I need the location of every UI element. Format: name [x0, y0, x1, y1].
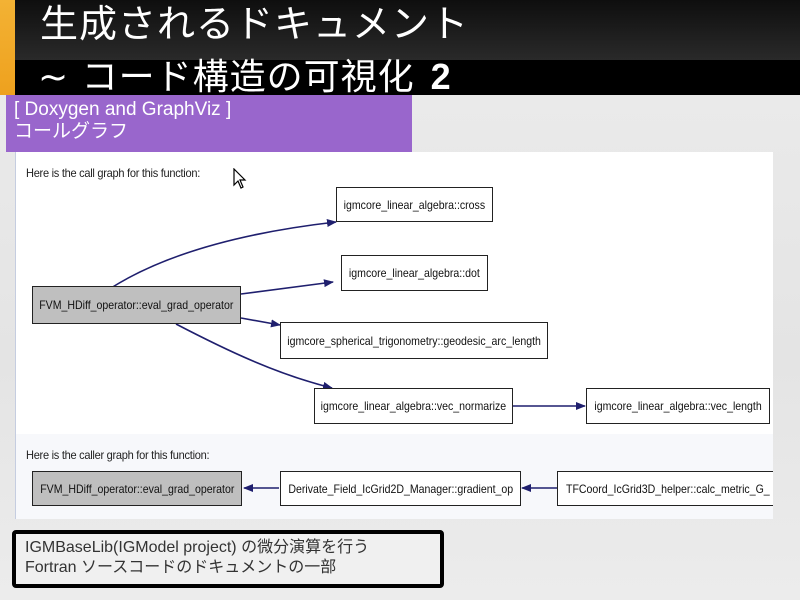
slide-title: 生成されるドキュメント — [40, 2, 470, 46]
node-geodesic-arc-length[interactable]: igmcore_spherical_trigonometry::geodesic… — [280, 322, 548, 359]
slide-title-line2: ~ コード構造の可視化 2 — [38, 57, 452, 98]
edge-to-cross — [110, 219, 337, 289]
edge-to-vec-normarize — [175, 323, 333, 390]
accent-stripe — [0, 0, 15, 95]
title-bar — [0, 0, 800, 95]
edge-to-dot — [240, 279, 334, 295]
note-line2: Fortran ソースコードのドキュメントの一部 — [25, 559, 337, 576]
mouse-cursor-icon — [233, 168, 247, 189]
caller-node-calc-metric[interactable]: TFCoord_IcGrid3D_helper::calc_metric_G_ — [557, 471, 773, 506]
note-line1: IGMBaseLib(IGModel project) の微分演算を行う — [25, 539, 370, 556]
description-note: IGMBaseLib(IGModel project) の微分演算を行う For… — [12, 530, 444, 588]
node-vec-normarize[interactable]: igmcore_linear_algebra::vec_normarize — [314, 388, 513, 424]
slide-title-number: 2 — [430, 56, 452, 97]
title-top-band — [0, 0, 800, 60]
edge-to-geodesic — [240, 317, 281, 328]
caller-node-root[interactable]: FVM_HDiff_operator::eval_grad_operator — [32, 471, 242, 506]
graph-edges — [110, 219, 586, 492]
node-vec-length[interactable]: igmcore_linear_algebra::vec_length — [586, 388, 770, 424]
node-root-function[interactable]: FVM_HDiff_operator::eval_grad_operator — [32, 286, 241, 324]
caller-graph-caption: Here is the caller graph for this functi… — [26, 448, 210, 462]
subtitle-tools: [ Doxygen and GraphViz ] — [14, 99, 232, 120]
slide-title-text: ~ コード構造の可視化 — [38, 57, 415, 98]
subtitle-callgraph: コールグラフ — [14, 121, 129, 142]
node-dot[interactable]: igmcore_linear_algebra::dot — [341, 255, 488, 291]
subtitle-box: [ Doxygen and GraphViz ] コールグラフ — [6, 95, 412, 152]
caller-node-gradient-op[interactable]: Derivate_Field_IcGrid2D_Manager::gradien… — [280, 471, 521, 506]
call-graph-caption: Here is the call graph for this function… — [26, 166, 201, 180]
doxygen-screenshot-panel: Here is the call graph for this function… — [15, 152, 773, 519]
node-cross[interactable]: igmcore_linear_algebra::cross — [336, 187, 493, 222]
